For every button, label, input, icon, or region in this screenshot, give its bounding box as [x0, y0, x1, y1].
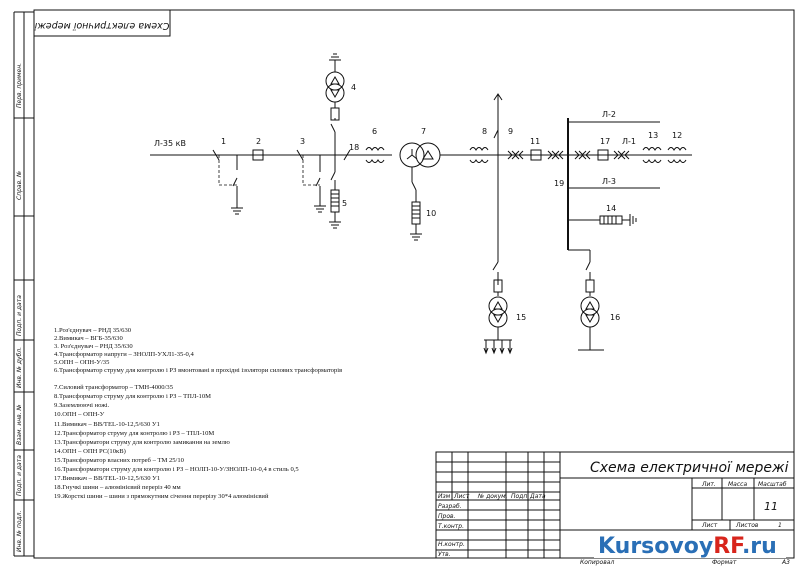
tb-header-3: Подп. [511, 493, 529, 500]
legend-item-1: 2.Вимикач – ВГБ-35/630 [54, 335, 123, 342]
legend: 1.Роз'єднувач – РНД 35/630 2.Вимикач – В… [54, 327, 342, 500]
node-label-8: 10 [426, 209, 436, 218]
node-label-11: 11 [530, 137, 540, 146]
power-transformer-symbol [399, 142, 500, 241]
hv-section: Л-35 кВ [150, 53, 392, 229]
legend-item-7: 8.Трансформатор струму для контролю і РЗ… [54, 393, 211, 400]
lv-section [469, 93, 692, 355]
side-label-5: Подп. и дата [16, 455, 23, 496]
legend-item-2: 3. Роз'єднувач – РНД 35/630 [54, 343, 133, 350]
node-label-6: 6 [372, 127, 377, 136]
legend-item-4: 5.ОПН – ОПН-У/35 [54, 359, 110, 366]
tb-role-2: Т.контр. [438, 523, 464, 530]
tb-scale-label: Масштаб [758, 481, 787, 488]
node-label-4: 4 [351, 83, 356, 92]
legend-item-6: 7.Силовий трансформатор – ТМН-4000/35 [54, 384, 174, 391]
sheet-frame [33, 9, 795, 559]
side-label-0: Перв. примен. [16, 63, 23, 108]
tb-sheets-value: 1 [778, 522, 782, 529]
node-label-20: 15 [516, 313, 526, 322]
tb-mass-label: Масса [728, 481, 747, 488]
legend-item-15: 16.Трансформатори струму для контролю і … [54, 466, 299, 473]
node-label-19: 14 [606, 204, 616, 213]
tb-sheet-label: Лист [701, 522, 718, 529]
legend-item-16: 17.Вимикач – ВВ/TEL-10-12,5/630 У1 [54, 475, 160, 482]
legend-item-10: 11.Вимикач – ВВ/TEL-10-12,5/630 У1 [54, 421, 160, 428]
tb-role-1: Пров. [438, 513, 456, 520]
title-block: Изм Лист № докум. Подп. Дата Разраб. Про… [435, 451, 795, 566]
node-label-21: 16 [610, 313, 620, 322]
legend-item-14: 15.Трансформатор власних потреб – ТМ 25/… [54, 457, 185, 464]
tb-role-4: Утв. [438, 551, 451, 558]
side-label-4: Взам. инв. № [16, 404, 23, 445]
tb-header-1: Лист [453, 493, 470, 500]
node-label-1: 2 [256, 137, 261, 146]
side-label-2: Подп. и дата [16, 295, 23, 336]
legend-item-13: 14.ОПН – ОПН РС(10кВ) [54, 448, 126, 455]
node-label-14: Л-1 [622, 137, 636, 146]
node-label-5: 5 [342, 199, 347, 208]
tb-copied: Копировал [580, 559, 614, 566]
tb-lit-label: Лит. [701, 481, 716, 488]
node-label-7: 7 [421, 127, 426, 136]
node-label-16: 12 [672, 131, 682, 140]
node-label-18: Л-3 [602, 177, 616, 186]
node-label-15: 13 [648, 131, 658, 140]
legend-item-8: 9.Заземлюючі ножі. [54, 402, 110, 409]
tb-header-2: № докум. [477, 493, 508, 500]
tb-sheets-label: Листов [735, 522, 759, 529]
legend-item-3: 4.Трансформатор напруги – ЗНОЛП-УХЛ1-35-… [54, 351, 194, 358]
node-label-10: 9 [508, 127, 513, 136]
node-label-3: 18 [349, 143, 359, 152]
node-label-13: 17 [600, 137, 610, 146]
legend-item-0: 1.Роз'єднувач – РНД 35/630 [54, 327, 132, 334]
node-label-9: 8 [482, 127, 487, 136]
node-label-17: Л-2 [602, 110, 616, 119]
node-label-12: 19 [554, 179, 564, 188]
side-label-1: Справ. № [16, 171, 23, 200]
line-label: Л-35 кВ [154, 139, 186, 148]
node-label-2: 3 [300, 137, 305, 146]
watermark-logo: KursovoyRF.ru [594, 532, 786, 559]
tb-role-0: Разраб. [438, 503, 462, 510]
legend-item-12: 13.Трансформатори струму для контролю за… [54, 439, 230, 446]
legend-item-11: 12.Трансформатор струму для контролю і Р… [54, 430, 214, 437]
watermark-name: KursovoyRF.ru [598, 534, 777, 559]
tb-header-4: Дата [529, 493, 546, 500]
side-label-6: Инв. № подл. [16, 511, 23, 552]
tb-number: 11 [764, 500, 778, 513]
side-label-3: Инв. № дубл. [16, 347, 23, 388]
node-label-0: 1 [221, 137, 226, 146]
legend-item-18: 19.Жорсткі шини – шини з прямокутним січ… [54, 493, 269, 500]
tb-title: Схема електричної мережі [590, 460, 789, 476]
legend-item-9: 10.ОПН – ОПН-У [54, 411, 105, 418]
legend-item-5: 6.Трансформатор струму для контролю і РЗ… [54, 367, 342, 374]
tb-format: Формат [712, 559, 737, 566]
legend-item-17: 18.Гнучкі шини – алюмінієвий переріз 40 … [54, 484, 181, 491]
tb-role-3: Н.контр. [438, 541, 465, 548]
tb-header-0: Изм [438, 493, 451, 500]
tb-format-value: А3 [781, 559, 790, 566]
corner-stamp: Схема електричної мережі [34, 20, 169, 31]
